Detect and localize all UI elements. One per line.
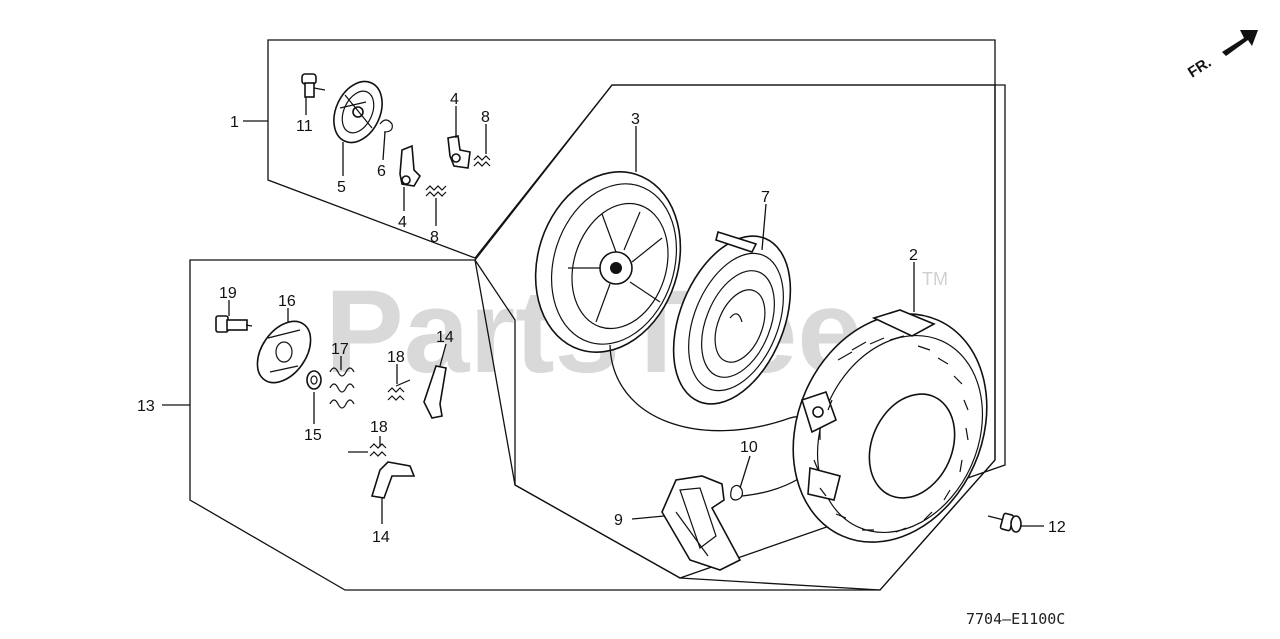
callout-13: 13 (137, 398, 155, 415)
cord-knot-10 (730, 484, 743, 501)
pawl-4-lower (399, 144, 422, 187)
callout-4-upper: 4 (450, 91, 459, 108)
clip-6 (379, 119, 393, 133)
callout-10: 10 (740, 439, 758, 456)
friction-plate-16 (256, 320, 312, 384)
spring-8-upper (473, 155, 491, 167)
leader-lines (162, 97, 1044, 527)
starter-case-2 (792, 309, 988, 543)
starter-grip-9 (661, 475, 742, 571)
spring-8-lower (425, 185, 447, 197)
callout-11: 11 (296, 118, 313, 135)
callout-16: 16 (278, 293, 296, 310)
callout-14-upper: 14 (436, 329, 454, 346)
callout-6: 6 (377, 163, 386, 180)
callout-4-lower: 4 (398, 214, 407, 231)
callout-15: 15 (304, 427, 322, 444)
drawing-code: 7704—E1100C (966, 610, 1065, 628)
callout-5: 5 (337, 179, 346, 196)
callout-1: 1 (230, 114, 239, 131)
callout-9: 9 (614, 512, 623, 529)
watermark-trademark: TM (922, 269, 948, 289)
callout-17: 17 (331, 341, 349, 358)
group-outline-main (474, 84, 996, 591)
callout-14-lower: 14 (372, 529, 390, 546)
callout-18-lower: 18 (370, 419, 388, 436)
callout-19: 19 (219, 285, 237, 302)
ratchet-plate-5 (333, 80, 383, 144)
bolt-11 (301, 73, 326, 98)
callout-18-upper: 18 (387, 349, 405, 366)
spring-18-lower (348, 443, 387, 457)
spring-18-upper (387, 379, 411, 401)
callout-2: 2 (909, 247, 918, 264)
callout-7: 7 (761, 189, 770, 206)
callout-8-upper: 8 (481, 109, 490, 126)
spring-17 (329, 367, 355, 409)
group-outline-13 (189, 84, 1006, 591)
callout-3: 3 (631, 111, 640, 128)
guide-14-lower (370, 461, 416, 499)
reel-pulley-3 (534, 171, 682, 353)
washer-15 (306, 370, 322, 390)
front-direction-indicator: FR. (1185, 30, 1258, 81)
front-direction-text: FR. (1185, 54, 1215, 81)
bolt-19 (215, 315, 253, 333)
bolt-12 (987, 512, 1022, 533)
recoil-spring-7 (672, 230, 792, 405)
callout-8-lower: 8 (430, 229, 439, 246)
callout-labels: 1 11 5 6 4 8 4 8 3 7 2 19 16 17 18 14 13… (137, 91, 1066, 546)
pawl-4-upper (447, 135, 471, 169)
callout-12: 12 (1048, 519, 1066, 536)
guide-14-upper (423, 365, 447, 419)
